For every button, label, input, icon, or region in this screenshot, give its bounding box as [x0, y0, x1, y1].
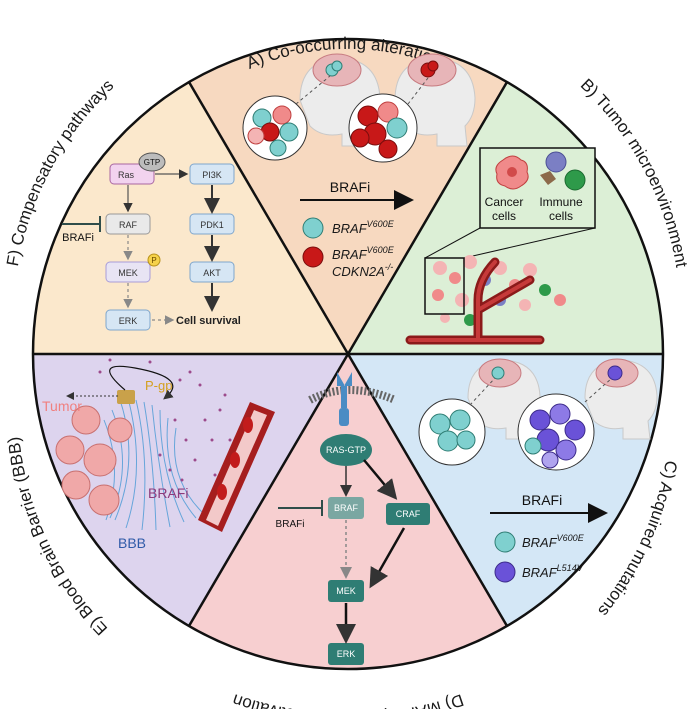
section-f-drug-label: BRAFi: [62, 232, 94, 244]
braf-box: [328, 497, 364, 519]
head-silhouette-icon: [584, 358, 658, 440]
legend-swatch-teal: [494, 531, 516, 553]
tumor-cells: [55, 405, 133, 516]
raf-box: [105, 213, 151, 235]
pi3k-box: [189, 163, 235, 185]
gtp-label: GTP: [144, 158, 160, 167]
mek-label: MEK: [118, 268, 138, 278]
blood-vessel-icon: [198, 402, 275, 532]
craf-label: CRAF: [396, 509, 421, 519]
section-f: Ras GTP RAF MEK P ERK PI3K PDK1 AKT Cell…: [62, 152, 241, 331]
legend-label: BRAFV600E: [332, 245, 395, 262]
tumor-cluster-large: [517, 393, 595, 471]
akt-label: AKT: [203, 268, 221, 278]
ras-label: Ras: [118, 170, 135, 180]
gtp-badge: [138, 152, 166, 172]
section-e-drug-label: BRAFi: [148, 485, 188, 501]
cancer-cell-icon: [495, 155, 529, 190]
zoom-line: [463, 227, 596, 259]
legend-label: BRAFL514V: [522, 563, 584, 580]
immune-cell-icon: [540, 151, 586, 191]
craf-box: [386, 503, 430, 525]
pgp-label: P-gp: [145, 378, 172, 393]
zoom-line: [424, 227, 481, 259]
legend-label-line2: CDKN2A-/-: [332, 262, 393, 279]
legend-swatch-purple: [494, 561, 516, 583]
efflux-arrow: [109, 365, 174, 400]
erk-box: [328, 643, 364, 665]
tumor-cluster-small: [418, 398, 486, 466]
section-c-drug-label: BRAFi: [522, 492, 562, 508]
blood-vessel-inner: [408, 260, 542, 342]
dashed-connector: [469, 377, 496, 406]
mek-label: MEK: [336, 586, 356, 596]
arrow: [363, 459, 398, 500]
raf-label: RAF: [119, 220, 138, 230]
mek-box: [105, 261, 151, 283]
dashed-connector: [584, 377, 613, 403]
section-b: Cancer cells Immune cells: [405, 147, 596, 345]
pdk1-box: [189, 213, 235, 235]
braf-label: BRAF: [334, 503, 359, 513]
ras-gtp-node: [320, 434, 372, 466]
erk-box: [105, 309, 151, 331]
section-a: BRAFi BRAFV600E BRAFV600E CDKN2A-/-: [242, 53, 476, 279]
dashed-connector: [295, 75, 331, 105]
legend-label: BRAFV600E: [332, 219, 395, 236]
erk-label: ERK: [337, 649, 356, 659]
section-e: P-gp Tumor BRAFi BBB: [42, 358, 275, 551]
cancer-cells-label: Cancer: [485, 195, 524, 209]
immune-cells-label: cells: [549, 209, 573, 223]
cell-membrane: [308, 386, 397, 404]
section-d-drug-label: BRAFi: [276, 519, 305, 530]
section-d: RAS-GTP BRAF CRAF MEK ERK BRAFi: [276, 372, 430, 665]
tumor-label: Tumor: [42, 398, 82, 414]
erk-label: ERK: [119, 316, 138, 326]
immune-cells-label: Immune: [539, 195, 583, 209]
receptor-icon: [337, 372, 352, 426]
cancer-cells-label: cells: [492, 209, 516, 223]
mek-box: [328, 580, 364, 602]
section-d-title: D) MAPK pathway reactivation: [230, 690, 466, 709]
tumor-cluster-small: [242, 95, 308, 161]
zoom-box: [424, 257, 465, 315]
ras-gtp-label: RAS-GTP: [326, 445, 366, 455]
pi3k-label: PI3K: [202, 170, 222, 180]
drug-particles: [98, 358, 232, 482]
phospho-label: P: [151, 256, 156, 265]
tumor-cluster-large: [348, 93, 418, 163]
phospho-badge: [147, 253, 161, 267]
pgp-transporter-icon: [117, 390, 135, 404]
arrow: [369, 527, 406, 589]
akt-box: [189, 261, 235, 283]
bbb-label: BBB: [118, 535, 146, 551]
section-a-drug-label: BRAFi: [330, 179, 370, 195]
legend-swatch-red: [302, 246, 324, 268]
legend-swatch-teal: [302, 217, 324, 239]
cell-survival-label: Cell survival: [176, 315, 241, 327]
legend-label: BRAFV600E: [522, 533, 585, 550]
pdk1-label: PDK1: [200, 220, 224, 230]
section-c: BRAFi BRAFV600E BRAFL514V: [418, 358, 658, 583]
